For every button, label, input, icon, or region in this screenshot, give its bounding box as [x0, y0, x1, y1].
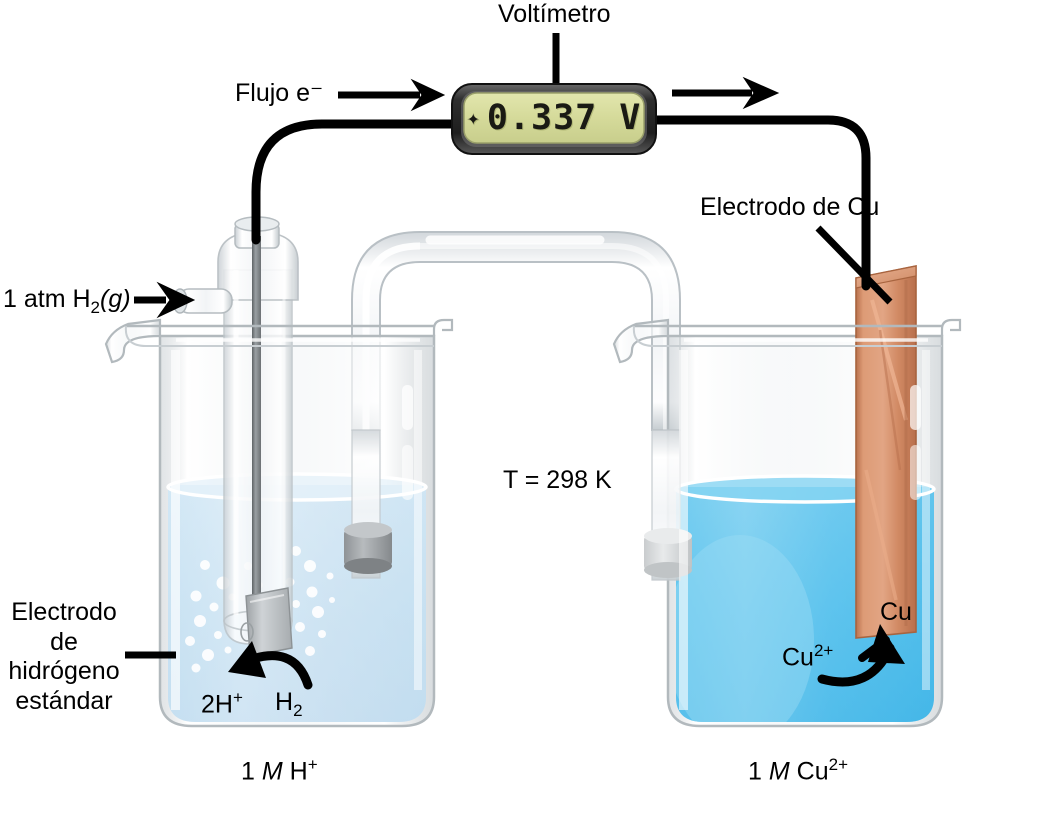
gas-inlet-label: 1 atm H2(g): [3, 285, 131, 318]
right-conc-charge: 2+: [828, 755, 848, 774]
copper-ion-text: Cu: [782, 643, 814, 672]
she-label-line-2: de: [50, 627, 78, 656]
right-beaker: [612, 265, 962, 728]
she-label-line-3: hidrógeno: [8, 657, 120, 685]
left-concentration-label: 1 M H+: [241, 755, 318, 787]
platinum-electrode: [240, 236, 293, 657]
copper-ion-charge: 2+: [813, 641, 834, 660]
copper-metal-label: Cu: [880, 598, 912, 626]
left-conc-number: 1: [241, 757, 255, 786]
voltmeter-title: Voltímetro: [498, 0, 611, 28]
voltmeter[interactable]: [451, 83, 657, 155]
electron-flow-arrows: [338, 76, 780, 112]
salt-bridge-frit-left: [344, 429, 392, 579]
copper-ion-label: Cu2+: [782, 641, 833, 673]
hydrogen-gas-text: H: [275, 688, 294, 716]
circuit-wires: [251, 115, 871, 291]
left-conc-species: H: [289, 757, 308, 786]
right-conc-number: 1: [748, 757, 762, 786]
hydrogen-ion-text: 2H: [201, 690, 233, 719]
hydrogen-ion-label: 2H+: [201, 688, 243, 720]
right-conc-species: Cu: [796, 757, 829, 786]
left-beaker: [104, 216, 454, 728]
hydrogen-gas-label: H2: [275, 688, 303, 721]
hydrogen-gas-subscript: 2: [293, 701, 303, 720]
right-concentration-label: 1 M Cu2+: [748, 755, 848, 787]
salt-bridge: [351, 231, 681, 431]
voltmeter-reading-value: 0.337 V: [486, 98, 642, 138]
electron-flow-label: Flujo e⁻: [235, 79, 324, 107]
right-conc-unit: M: [768, 757, 790, 786]
copper-electrode: [855, 265, 917, 639]
she-label-line-4: estándar: [15, 686, 113, 715]
gas-inlet-subscript: 2: [90, 298, 100, 317]
she-label-line-1: Electrodo: [11, 598, 117, 626]
hydrogen-ion-charge: +: [232, 688, 243, 707]
copper-reaction-arrow: [817, 624, 905, 687]
voltmeter-polarity-icon: ✦: [466, 105, 481, 131]
left-conc-unit: M: [261, 757, 283, 786]
gas-inlet-pressure: 1 atm H: [3, 285, 91, 313]
gas-inlet-arrow: [134, 281, 196, 319]
voltmeter-display: ✦0.337 V: [466, 96, 642, 140]
left-conc-charge: +: [307, 755, 318, 774]
gas-inlet-state: (g): [100, 285, 131, 313]
copper-electrode-label: Electrodo de Cu: [700, 193, 880, 221]
hydrogen-reaction-arrow: [228, 641, 313, 690]
cu-electrode-leader-line: [815, 225, 893, 305]
temperature-label: T = 298 K: [503, 466, 612, 494]
